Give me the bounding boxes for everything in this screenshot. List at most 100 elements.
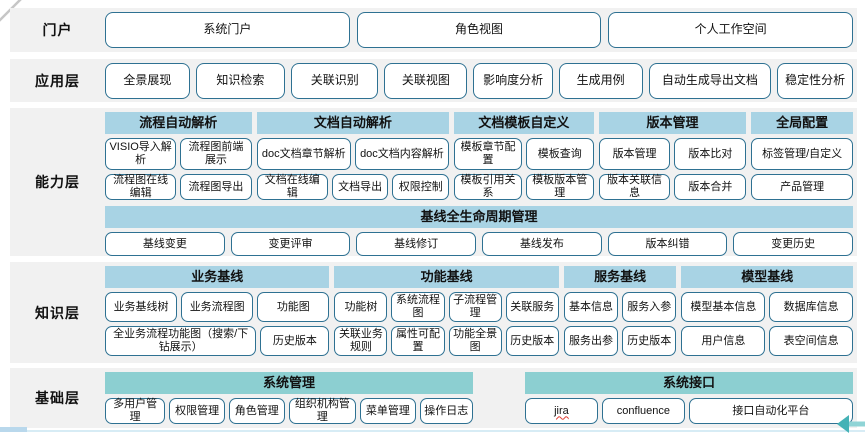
app-box-relation-view: 关联视图 xyxy=(384,62,468,99)
lifecycle-box-change-history: 变更历史 xyxy=(733,232,854,256)
cap-group-template-custom: 文档模板自定义 模板章节配置 模板查询 模板引用关系 模板版本管理 xyxy=(454,112,594,200)
fnd-box-menu-mgmt: 菜单管理 xyxy=(360,398,416,424)
knw-box-function-chart: 功能图 xyxy=(257,292,330,322)
knw-box-history-version-function: 历史版本 xyxy=(505,326,559,356)
app-box-panorama: 全景展现 xyxy=(105,62,190,99)
knw-box-function-tree: 功能树 xyxy=(334,292,388,322)
fnd-group-system-interface: 系统接口 jira confluence 接口自动化平台 xyxy=(524,372,853,424)
app-box-impact-analysis: 影响度分析 xyxy=(473,62,553,99)
lifecycle-box-change-review: 变更评审 xyxy=(230,232,351,256)
layer-band-portal: 门户 系统门户 角色视图 个人工作空间 xyxy=(10,8,857,52)
fnd-box-organization-mgmt: 组织机构管理 xyxy=(288,398,357,424)
portal-box-role-view: 角色视图 xyxy=(356,12,602,48)
fnd-group-header-system-mgmt: 系统管理 xyxy=(105,372,473,394)
cap-group-global-config: 全局配置 标签管理/自定义 产品管理 xyxy=(751,112,853,200)
cap-box-version-mgmt: 版本管理 xyxy=(598,138,671,170)
cap-group-version-mgmt: 版本管理 版本管理 版本比对 版本关联信息 版本合并 xyxy=(598,112,747,200)
knw-group-business-baseline: 业务基线 业务基线树 业务流程图 功能图 全业务流程功能图（搜索/下钻展示） 历… xyxy=(105,266,330,356)
layer-band-knowledge: 知识层 业务基线 业务基线树 业务流程图 功能图 全业务流程功能图（搜索/下钻展… xyxy=(10,262,857,363)
knw-box-system-flowchart: 系统流程图 xyxy=(391,292,445,322)
layer-band-foundation: 基础层 系统管理 多用户管理 权限管理 角色管理 组织机构管理 菜单管理 操作日… xyxy=(10,368,857,428)
knw-box-related-business-rule: 关联业务规则 xyxy=(334,326,388,356)
app-box-generate-usecase: 生成用例 xyxy=(558,62,643,99)
bottom-left-accent-bar xyxy=(0,427,27,432)
knw-group-header-service-baseline: 服务基线 xyxy=(563,266,677,288)
layer-label-portal: 门户 xyxy=(42,22,73,38)
knw-group-header-model-baseline: 模型基线 xyxy=(681,266,853,288)
cap-box-flowchart-export: 流程图导出 xyxy=(180,174,252,200)
layer-band-capability: 能力层 流程自动解析 VISIO导入解析 流程图前端展示 流程图在线编辑 流程图… xyxy=(10,108,857,256)
fnd-box-interface-automation-platform: 接口自动化平台 xyxy=(688,398,853,424)
knw-box-related-service: 关联服务 xyxy=(505,292,559,322)
cap-box-doc-online-edit: 文档在线编辑 xyxy=(256,174,328,200)
cap-box-template-version-mgmt: 模板版本管理 xyxy=(525,174,594,200)
app-box-knowledge-search: 知识检索 xyxy=(195,62,286,99)
app-box-stability-analysis: 稳定性分析 xyxy=(777,62,853,99)
lifecycle-box-baseline-revise: 基线修订 xyxy=(356,232,477,256)
cap-group-header-process-parse: 流程自动解析 xyxy=(105,112,252,134)
app-box-relation-identify: 关联识别 xyxy=(291,62,379,99)
layer-label-application: 应用层 xyxy=(35,72,80,89)
knw-box-tablespace-info: 表空间信息 xyxy=(769,326,853,356)
lifecycle-header: 基线全生命周期管理 xyxy=(105,206,853,228)
fnd-group-header-system-interface: 系统接口 xyxy=(524,372,853,394)
cap-box-version-relation-info: 版本关联信息 xyxy=(598,174,671,200)
app-box-auto-export-doc: 自动生成导出文档 xyxy=(648,62,772,99)
lifecycle-box-baseline-change: 基线变更 xyxy=(105,232,225,256)
cap-box-doc-content-parse: doc文档内容解析 xyxy=(354,138,450,170)
cap-box-flowchart-front-display: 流程图前端展示 xyxy=(180,138,252,170)
cap-box-doc-chapter-parse: doc文档章节解析 xyxy=(256,138,351,170)
cap-box-version-compare: 版本比对 xyxy=(674,138,747,170)
bottom-divider-line xyxy=(0,430,865,432)
knw-group-service-baseline: 服务基线 基本信息 服务入参 服务出参 历史版本 xyxy=(563,266,677,356)
knw-group-function-baseline: 功能基线 功能树 系统流程图 子流程管理 关联服务 关联业务规则 属性可配置 功… xyxy=(334,266,559,356)
knw-box-model-basic-info: 模型基本信息 xyxy=(681,292,766,322)
knw-box-service-output-params: 服务出参 xyxy=(563,326,619,356)
knw-group-header-business-baseline: 业务基线 xyxy=(105,266,330,288)
foundation-groups-gap xyxy=(473,372,525,424)
knw-box-history-version-service: 历史版本 xyxy=(622,326,677,356)
cap-group-header-version-mgmt: 版本管理 xyxy=(598,112,747,134)
knw-box-business-flowchart: 业务流程图 xyxy=(181,292,254,322)
knw-box-service-input-params: 服务入参 xyxy=(622,292,677,322)
knw-box-subprocess-mgmt: 子流程管理 xyxy=(448,292,502,322)
layer-band-application: 应用层 全景展现 知识检索 关联识别 关联视图 影响度分析 生成用例 自动生成导… xyxy=(10,59,857,102)
knw-box-full-process-function-chart: 全业务流程功能图（搜索/下钻展示） xyxy=(105,326,257,356)
knw-box-basic-info: 基本信息 xyxy=(563,292,619,322)
cap-group-header-template-custom: 文档模板自定义 xyxy=(454,112,594,134)
fnd-box-multiuser-mgmt: 多用户管理 xyxy=(105,398,166,424)
cap-box-version-merge: 版本合并 xyxy=(674,174,747,200)
cap-group-header-global-config: 全局配置 xyxy=(751,112,853,134)
layer-label-capability: 能力层 xyxy=(35,174,80,190)
knw-box-database-info: 数据库信息 xyxy=(769,292,853,322)
cap-box-template-chapter-config: 模板章节配置 xyxy=(454,138,522,170)
knw-box-business-baseline-tree: 业务基线树 xyxy=(105,292,178,322)
cap-box-flowchart-online-edit: 流程图在线编辑 xyxy=(105,174,177,200)
fnd-box-jira: jira xyxy=(524,398,598,424)
fnd-group-system-mgmt: 系统管理 多用户管理 权限管理 角色管理 组织机构管理 菜单管理 操作日志 xyxy=(105,372,473,424)
cap-box-permission-control: 权限控制 xyxy=(392,174,450,200)
fnd-box-permission-mgmt: 权限管理 xyxy=(169,398,225,424)
knw-box-history-version-business: 历史版本 xyxy=(260,326,330,356)
knw-group-header-function-baseline: 功能基线 xyxy=(334,266,559,288)
cap-box-doc-export: 文档导出 xyxy=(331,174,389,200)
layer-label-knowledge: 知识层 xyxy=(35,304,80,321)
knw-box-function-panorama: 功能全景图 xyxy=(448,326,502,356)
fnd-box-confluence: confluence xyxy=(601,398,685,424)
portal-box-personal-workspace: 个人工作空间 xyxy=(608,12,854,48)
lifecycle-box-version-correct: 版本纠错 xyxy=(607,232,728,256)
cap-box-product-mgmt: 产品管理 xyxy=(751,174,853,200)
knw-group-model-baseline: 模型基线 模型基本信息 数据库信息 用户信息 表空间信息 xyxy=(681,266,853,356)
portal-box-system-portal: 系统门户 xyxy=(105,12,350,48)
left-arrow-icon xyxy=(837,415,865,433)
cap-box-label-mgmt-custom: 标签管理/自定义 xyxy=(751,138,853,170)
lifecycle-box-baseline-publish: 基线发布 xyxy=(482,232,602,256)
cap-box-visio-import: VISIO导入解析 xyxy=(105,138,177,170)
fnd-box-role-mgmt: 角色管理 xyxy=(228,398,285,424)
layer-label-foundation: 基础层 xyxy=(35,390,80,406)
cap-group-doc-parse: 文档自动解析 doc文档章节解析 doc文档内容解析 文档在线编辑 文档导出 权… xyxy=(256,112,450,200)
cap-group-process-parse: 流程自动解析 VISIO导入解析 流程图前端展示 流程图在线编辑 流程图导出 xyxy=(105,112,252,200)
fnd-box-operation-log: 操作日志 xyxy=(419,398,473,424)
cap-box-template-query: 模板查询 xyxy=(525,138,594,170)
